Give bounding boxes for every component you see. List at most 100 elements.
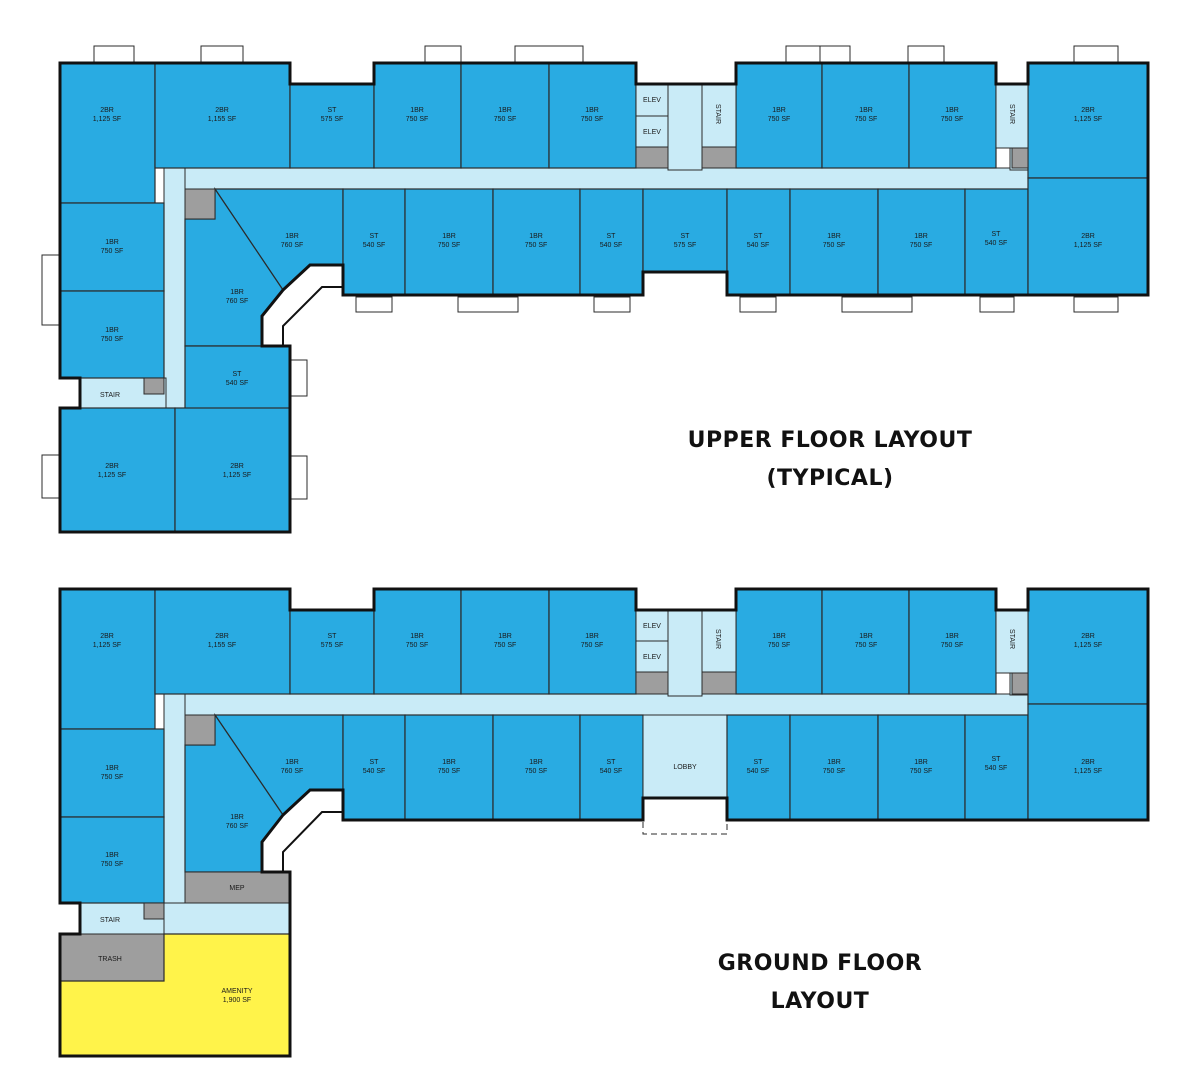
ground-caption-line1: GROUND FLOOR bbox=[717, 951, 923, 976]
unit-area-label: 750 SF bbox=[494, 116, 517, 123]
unit-area-label: 540 SF bbox=[747, 242, 770, 249]
unit-area-label: 540 SF bbox=[363, 768, 386, 775]
unit-type-label: ST bbox=[233, 371, 243, 378]
unit-type-label: 1BR bbox=[772, 107, 786, 114]
elevator-label: ELEV bbox=[643, 623, 661, 630]
unit-area-label: 1,155 SF bbox=[208, 642, 236, 649]
unit-area-label: 750 SF bbox=[823, 768, 846, 775]
unit-area-label: 760 SF bbox=[281, 242, 304, 249]
unit-type-label: 1BR bbox=[859, 633, 873, 640]
upper-balconies bbox=[41, 45, 1119, 500]
unit-area-label: 750 SF bbox=[581, 642, 604, 649]
unit-type-label: 1BR bbox=[105, 852, 119, 859]
amenity-area-label: 1,900 SF bbox=[223, 997, 251, 1004]
unit-area-label: 750 SF bbox=[406, 116, 429, 123]
unit-area-label: 750 SF bbox=[910, 768, 933, 775]
unit-area-label: 1,125 SF bbox=[1074, 642, 1102, 649]
stair-label: STAIR bbox=[714, 104, 721, 124]
unit-type-label: 2BR bbox=[1081, 107, 1095, 114]
upper-service-labels: ELEV ELEV STAIR STAIR STAIR bbox=[100, 97, 1015, 399]
unit-type-label: 2BR bbox=[215, 107, 229, 114]
unit-area-label: 540 SF bbox=[600, 242, 623, 249]
ground-units bbox=[59, 588, 1149, 904]
stair-label: STAIR bbox=[1008, 629, 1015, 649]
unit-type-label: ST bbox=[754, 233, 764, 240]
unit-area-label: 1,155 SF bbox=[208, 116, 236, 123]
upper-service-cores bbox=[143, 83, 1029, 395]
unit-area-label: 1,125 SF bbox=[223, 472, 251, 479]
ground-service-labels: ELEV ELEV STAIR STAIR STAIR LOBBY MEP TR… bbox=[98, 623, 1015, 1004]
unit-type-label: 1BR bbox=[585, 107, 599, 114]
unit-area-label: 575 SF bbox=[321, 642, 344, 649]
unit-area-label: 1,125 SF bbox=[1074, 242, 1102, 249]
unit-area-label: 750 SF bbox=[768, 642, 791, 649]
unit-type-label: 2BR bbox=[230, 463, 244, 470]
unit-type-label: 1BR bbox=[772, 633, 786, 640]
unit-area-label: 1,125 SF bbox=[1074, 116, 1102, 123]
upper-floor-plan: 2BR 1,125 SF 2BR 1,155 SF ST 575 SF 1BR … bbox=[41, 45, 1150, 534]
unit-area-label: 750 SF bbox=[101, 861, 124, 868]
unit-type-label: ST bbox=[370, 233, 380, 240]
unit-type-label: ST bbox=[370, 759, 380, 766]
unit-area-label: 540 SF bbox=[226, 380, 249, 387]
unit-type-label: 2BR bbox=[100, 107, 114, 114]
unit-area-label: 760 SF bbox=[226, 823, 249, 830]
unit-type-label: 1BR bbox=[914, 233, 928, 240]
unit-area-label: 750 SF bbox=[101, 248, 124, 255]
stair-label: STAIR bbox=[100, 392, 120, 399]
unit-area-label: 540 SF bbox=[747, 768, 770, 775]
unit-type-label: 1BR bbox=[859, 107, 873, 114]
unit-area-label: 760 SF bbox=[281, 768, 304, 775]
unit-area-label: 540 SF bbox=[985, 240, 1008, 247]
unit-area-label: 1,125 SF bbox=[93, 116, 121, 123]
unit-type-label: 1BR bbox=[285, 759, 299, 766]
unit-area-label: 575 SF bbox=[674, 242, 697, 249]
unit-type-label: 1BR bbox=[827, 759, 841, 766]
unit-area-label: 540 SF bbox=[600, 768, 623, 775]
unit-area-label: 1,125 SF bbox=[98, 472, 126, 479]
unit-area-label: 750 SF bbox=[494, 642, 517, 649]
unit-type-label: 2BR bbox=[215, 633, 229, 640]
unit-type-label: ST bbox=[607, 233, 617, 240]
stair-label: STAIR bbox=[714, 629, 721, 649]
unit-type-label: 1BR bbox=[105, 239, 119, 246]
unit-type-label: ST bbox=[992, 231, 1002, 238]
unit-area-label: 750 SF bbox=[525, 242, 548, 249]
unit-area-label: 750 SF bbox=[910, 242, 933, 249]
ground-caption-line2: LAYOUT bbox=[770, 989, 870, 1014]
unit-type-label: ST bbox=[992, 756, 1002, 763]
unit-area-label: 750 SF bbox=[768, 116, 791, 123]
unit-area-label: 750 SF bbox=[406, 642, 429, 649]
unit-type-label: 1BR bbox=[914, 759, 928, 766]
unit-area-label: 1,125 SF bbox=[1074, 768, 1102, 775]
unit-type-label: 1BR bbox=[945, 633, 959, 640]
upper-floor-caption: UPPER FLOOR LAYOUT (TYPICAL) bbox=[650, 422, 1010, 498]
ground-floor-plan: 2BR 1,125 SF 2BR 1,155 SF ST 575 SF 1BR … bbox=[58, 587, 1150, 1058]
unit-type-label: ST bbox=[607, 759, 617, 766]
amenity-label: AMENITY bbox=[221, 988, 252, 995]
lobby-label: LOBBY bbox=[673, 764, 697, 771]
unit-area-label: 750 SF bbox=[525, 768, 548, 775]
mep-label: MEP bbox=[229, 885, 245, 892]
elevator-label: ELEV bbox=[643, 97, 661, 104]
unit-area-label: 750 SF bbox=[855, 116, 878, 123]
unit-area-label: 750 SF bbox=[101, 774, 124, 781]
unit-type-label: ST bbox=[328, 633, 338, 640]
upper-caption-line1: UPPER FLOOR LAYOUT bbox=[687, 428, 973, 453]
unit-area-label: 1,125 SF bbox=[93, 642, 121, 649]
unit-area-label: 575 SF bbox=[321, 116, 344, 123]
upper-unit-labels: 2BR 1,125 SF 2BR 1,155 SF ST 575 SF 1BR … bbox=[93, 107, 1102, 479]
unit-area-label: 750 SF bbox=[823, 242, 846, 249]
unit-area-label: 750 SF bbox=[438, 242, 461, 249]
unit-area-label: 750 SF bbox=[941, 642, 964, 649]
ground-unit-labels: 2BR 1,125 SF 2BR 1,155 SF ST 575 SF 1BR … bbox=[93, 633, 1102, 868]
unit-type-label: 2BR bbox=[1081, 633, 1095, 640]
unit-type-label: 1BR bbox=[105, 327, 119, 334]
unit-type-label: ST bbox=[328, 107, 338, 114]
unit-area-label: 540 SF bbox=[985, 765, 1008, 772]
unit-type-label: 1BR bbox=[410, 107, 424, 114]
unit-type-label: 1BR bbox=[945, 107, 959, 114]
unit-type-label: 1BR bbox=[498, 107, 512, 114]
unit-area-label: 750 SF bbox=[941, 116, 964, 123]
